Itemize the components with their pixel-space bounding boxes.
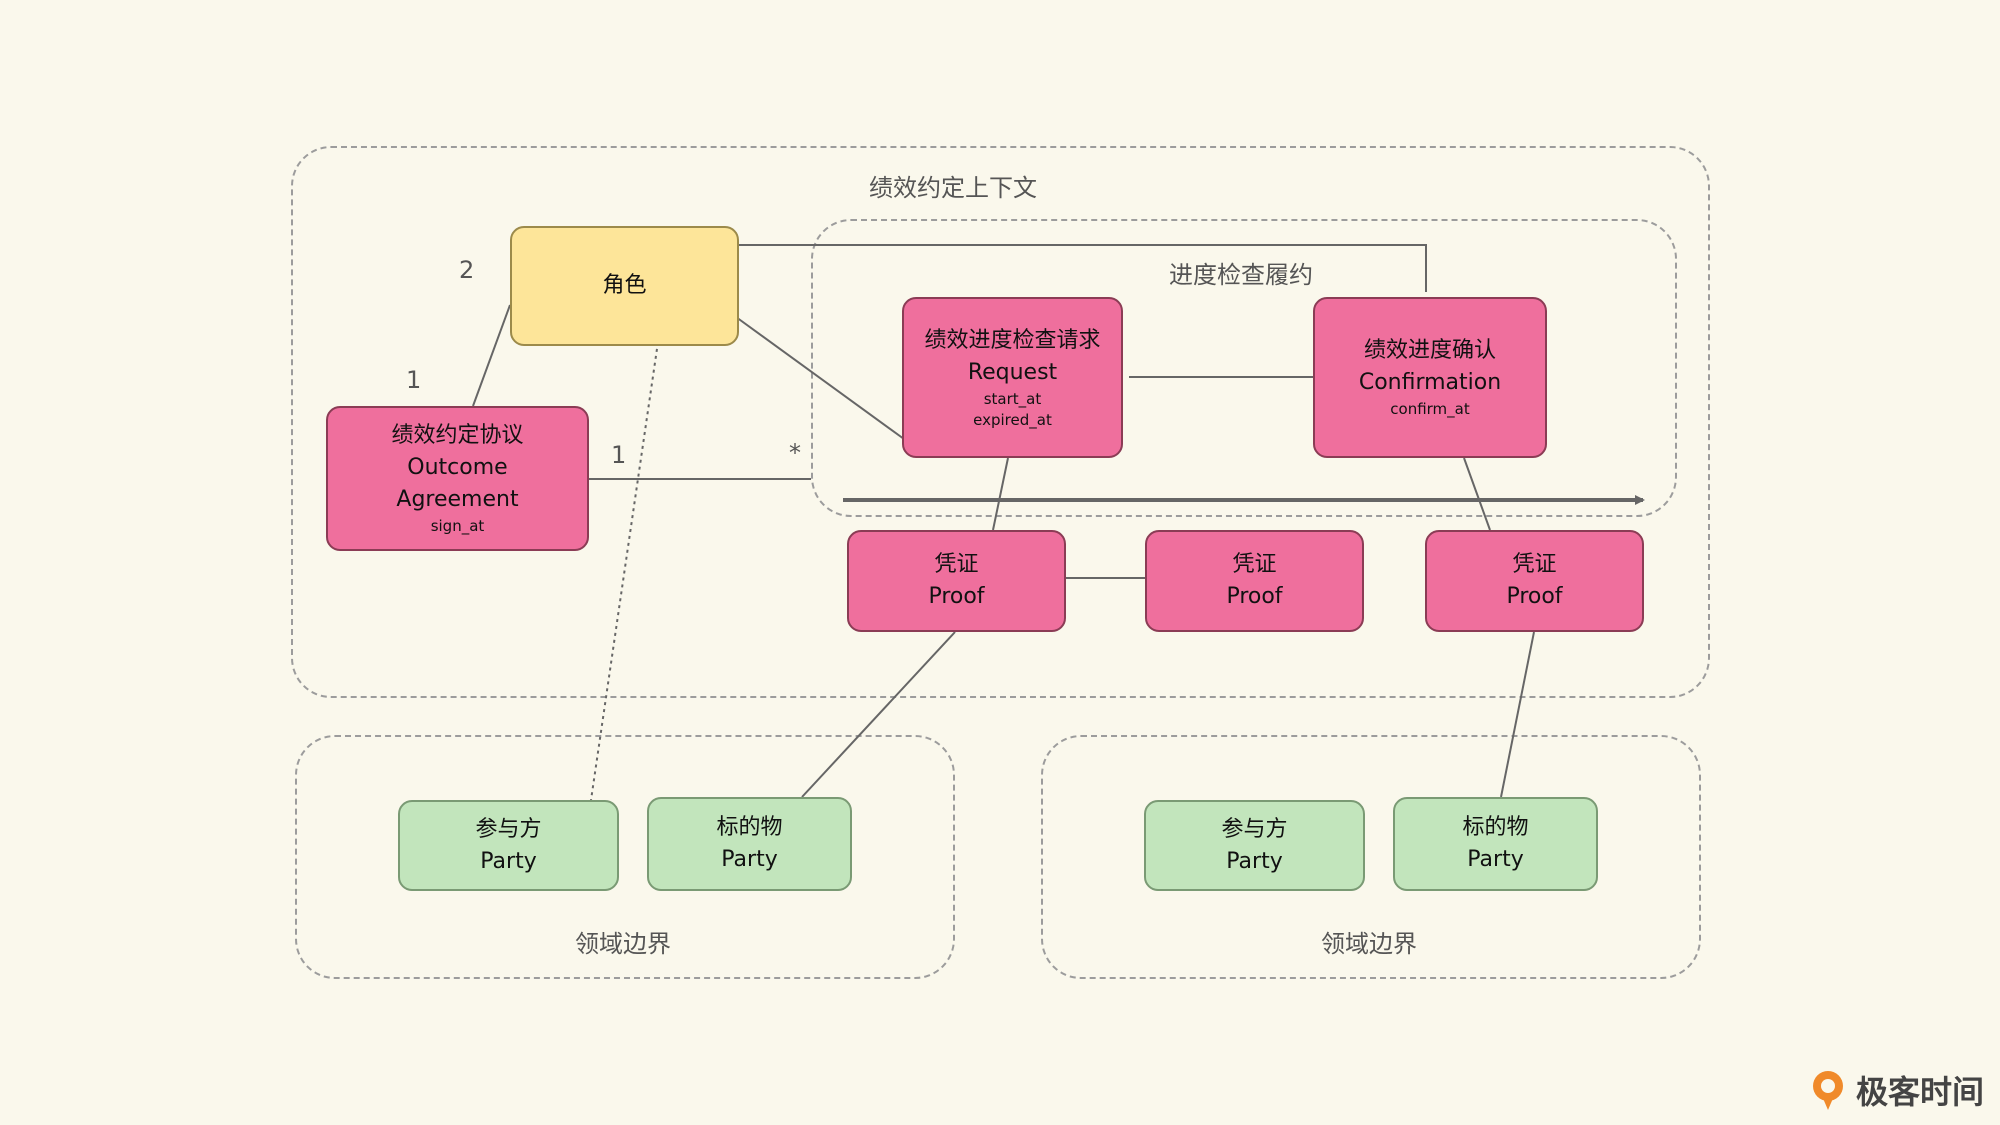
- line-role-to-request: [735, 316, 905, 440]
- subject-right-cn: 标的物: [1462, 815, 1529, 840]
- subject-left-en: Party: [721, 847, 778, 872]
- line-confirmation-to-proof3: [1463, 457, 1491, 531]
- domain-boundary-right: [1041, 735, 1701, 979]
- party-left-en: Party: [480, 848, 537, 874]
- proof-1-cn: 凭证: [934, 552, 979, 577]
- outcome-agreement-cn: 绩效约定协议: [391, 423, 524, 448]
- line-role-to-agreement: [472, 304, 511, 407]
- proof-2-cn: 凭证: [1232, 552, 1277, 577]
- multiplicity-many: *: [789, 439, 801, 467]
- outcome-agreement-field: sign_at: [430, 517, 485, 535]
- brand-name: 极客时间: [1855, 1073, 1984, 1111]
- line-proof3-to-subject-right: [1500, 631, 1535, 798]
- confirmation-en: Confirmation: [1358, 370, 1502, 395]
- subject-left-cn: 标的物: [716, 815, 783, 840]
- party-right-en: Party: [1226, 848, 1283, 874]
- party-box-left[interactable]: 参与方 Party: [398, 800, 619, 891]
- confirmation-field: confirm_at: [1390, 400, 1470, 418]
- domain-boundary-left: [295, 735, 955, 979]
- proof-2-en: Proof: [1226, 584, 1283, 609]
- brand-logo: 极客时间: [1808, 1067, 1984, 1113]
- proof-1-en: Proof: [928, 584, 985, 609]
- multiplicity-agreement-top: 1: [406, 366, 422, 394]
- multiplicity-agreement-right: 1: [611, 441, 627, 469]
- domain-boundary-right-label: 领域边界: [1321, 930, 1417, 958]
- request-field-expired: expired_at: [973, 410, 1052, 429]
- multiplicity-role-top: 2: [459, 256, 475, 284]
- outcome-agreement-en2: Agreement: [396, 487, 519, 512]
- inner-context-label: 进度检查履约: [1169, 261, 1313, 289]
- subject-box-left[interactable]: 标的物 Party: [647, 797, 852, 891]
- confirmation-cn: 绩效进度确认: [1363, 338, 1496, 363]
- role-title: 角色: [602, 273, 647, 298]
- line-proof1-to-subject-left: [801, 631, 956, 798]
- request-field-start: start_at: [983, 389, 1042, 408]
- outcome-agreement-en1: Outcome: [407, 455, 508, 480]
- geek-logo-icon: [1812, 1071, 1843, 1110]
- inner-context-boundary: [811, 219, 1677, 517]
- line-request-to-proof1: [992, 457, 1009, 531]
- line-role-to-party-left: [590, 341, 659, 801]
- proof-box-3[interactable]: 凭证 Proof: [1425, 530, 1644, 632]
- party-left-cn: 参与方: [475, 816, 542, 842]
- request-en: Request: [967, 359, 1058, 385]
- subject-right-en: Party: [1467, 847, 1524, 872]
- request-box[interactable]: 绩效进度检查请求 Request start_at expired_at: [902, 297, 1123, 458]
- confirmation-box[interactable]: 绩效进度确认 Confirmation confirm_at: [1313, 297, 1547, 458]
- subject-box-right[interactable]: 标的物 Party: [1393, 797, 1598, 891]
- proof-3-cn: 凭证: [1512, 552, 1557, 577]
- main-context-label: 绩效约定上下文: [869, 174, 1037, 202]
- main-context-boundary: [291, 146, 1710, 698]
- proof-box-1[interactable]: 凭证 Proof: [847, 530, 1066, 632]
- domain-boundary-left-label: 领域边界: [575, 930, 671, 958]
- role-box[interactable]: 角色: [510, 226, 739, 346]
- proof-box-2[interactable]: 凭证 Proof: [1145, 530, 1364, 632]
- outcome-agreement-box[interactable]: 绩效约定协议 Outcome Agreement sign_at: [326, 406, 589, 551]
- request-cn: 绩效进度检查请求: [924, 327, 1101, 353]
- party-right-cn: 参与方: [1221, 816, 1288, 842]
- party-box-right[interactable]: 参与方 Party: [1144, 800, 1365, 891]
- proof-3-en: Proof: [1506, 584, 1563, 609]
- line-role-to-confirmation: [739, 244, 1427, 292]
